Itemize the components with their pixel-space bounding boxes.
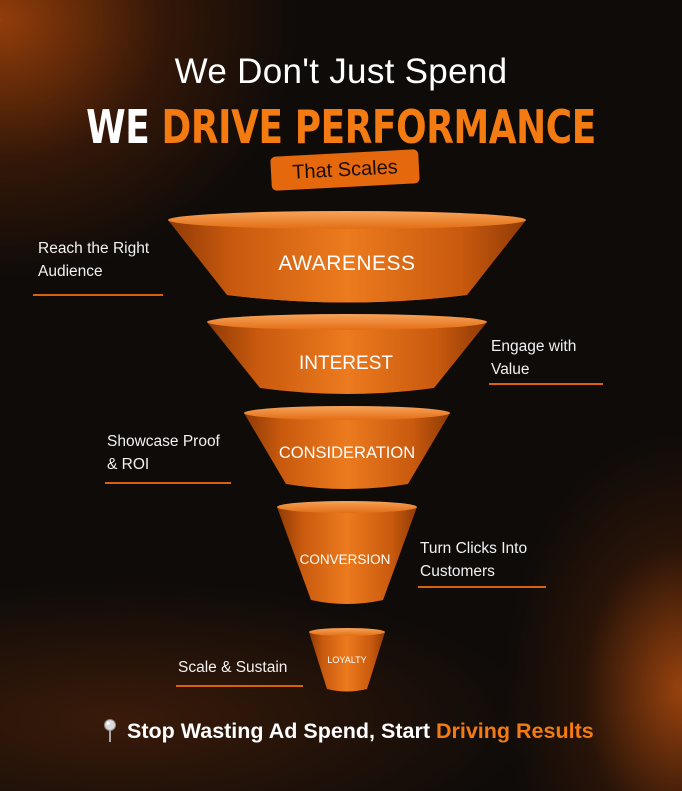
note-consideration-line1: Showcase Proof bbox=[107, 433, 220, 450]
headline-top: We Don't Just Spend bbox=[174, 52, 508, 91]
note-conversion-line2: Customers bbox=[420, 563, 495, 580]
note-interest-line2: Value bbox=[491, 361, 530, 378]
funnel-segment-consideration bbox=[244, 406, 450, 489]
note-consideration-line2: & ROI bbox=[107, 456, 150, 473]
note-interest-underline bbox=[489, 383, 603, 385]
footer-text-highlight: Driving Results bbox=[435, 718, 594, 743]
funnel-segment-loyalty bbox=[309, 628, 385, 692]
headline-main: WE DRIVE PERFORMANCE bbox=[75, 100, 607, 154]
note-awareness-line1: Reach the Right bbox=[38, 240, 150, 257]
note-awareness-line2: Audience bbox=[38, 263, 103, 280]
stage-label-interest: INTEREST bbox=[299, 353, 393, 374]
stage-label-consideration: CONSIDERATION bbox=[278, 444, 416, 462]
note-conversion-line1: Turn Clicks Into bbox=[420, 540, 528, 557]
pin-icon bbox=[104, 719, 116, 742]
note-consideration-underline bbox=[105, 482, 231, 484]
note-awareness: Reach the Right Audience bbox=[38, 237, 149, 283]
headline-main-orange: DRIVE PERFORMANCE bbox=[161, 100, 597, 154]
funnel-segment-conversion bbox=[277, 501, 417, 604]
note-loyalty-line1: Scale & Sustain bbox=[178, 659, 288, 676]
headline-main-white: WE bbox=[86, 100, 150, 154]
stage-label-conversion: CONVERSION bbox=[299, 552, 391, 567]
funnel-segment-awareness bbox=[168, 211, 526, 303]
footer-text-main: Stop Wasting Ad Spend, Start bbox=[127, 718, 430, 743]
note-interest: Engage with Value bbox=[491, 335, 576, 381]
footer-cta: Stop Wasting Ad Spend, Start Driving Res… bbox=[103, 718, 594, 744]
note-conversion: Turn Clicks Into Customers bbox=[420, 537, 527, 583]
stage-label-awareness: AWARENESS bbox=[278, 252, 416, 275]
stage-label-loyalty: LOYALTY bbox=[327, 655, 367, 665]
funnel-segment-interest bbox=[207, 314, 487, 394]
note-consideration: Showcase Proof & ROI bbox=[107, 430, 220, 476]
note-loyalty: Scale & Sustain bbox=[178, 656, 287, 679]
note-conversion-underline bbox=[418, 586, 546, 588]
note-awareness-underline bbox=[33, 294, 163, 296]
note-loyalty-underline bbox=[176, 685, 303, 687]
note-interest-line1: Engage with bbox=[491, 338, 577, 355]
